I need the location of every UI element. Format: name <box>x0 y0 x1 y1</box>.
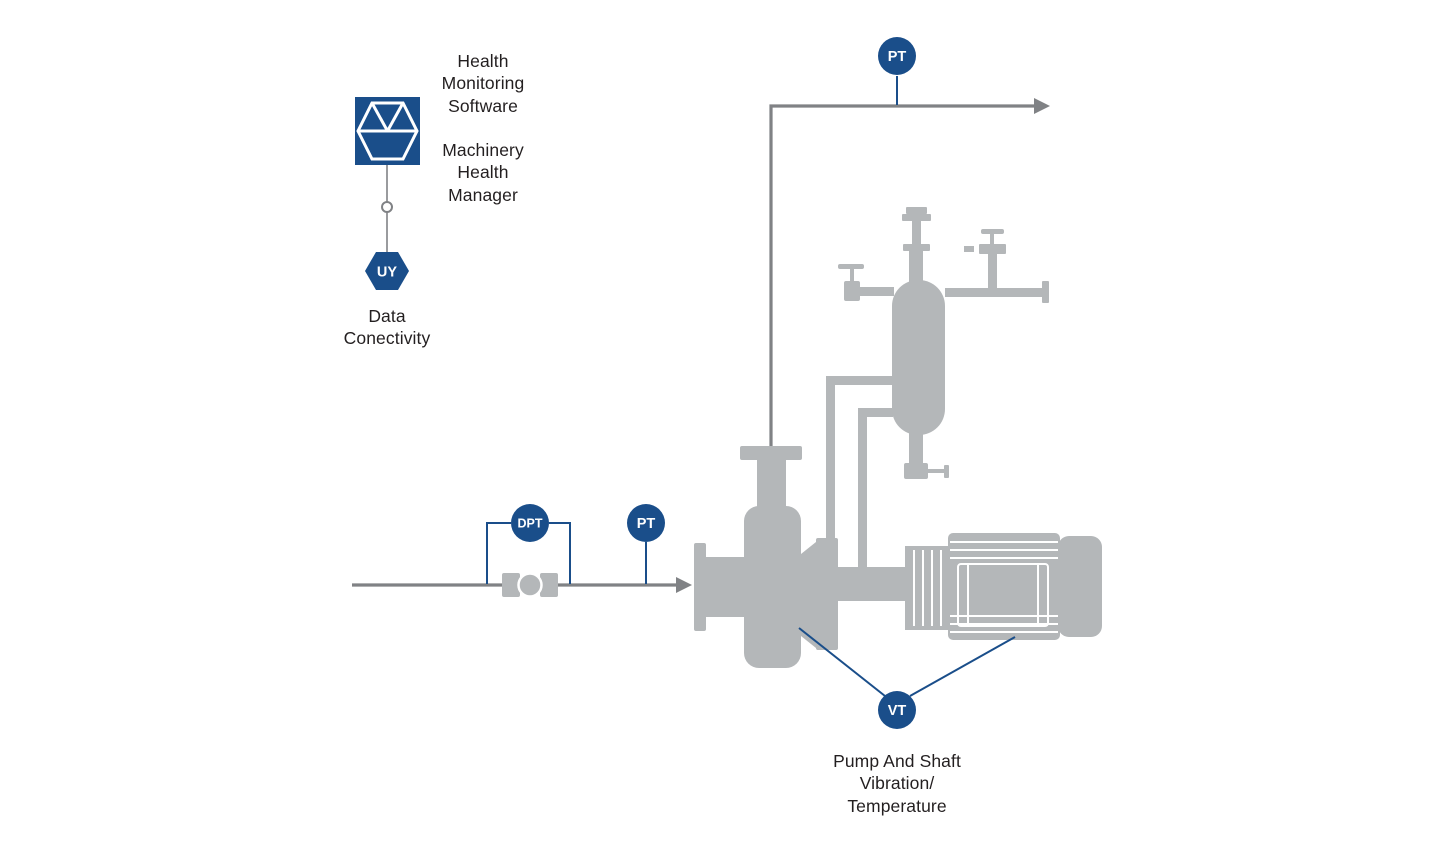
pt-discharge-label: PT <box>888 49 907 65</box>
data-connectivity-label: Data Conectivity <box>343 306 431 349</box>
pt-discharge-bubble <box>878 37 916 75</box>
icon-to-uy-connector <box>381 165 393 252</box>
health-monitoring-software-label: Health Monitoring Software <box>441 51 525 116</box>
seal-piping <box>826 376 893 574</box>
dpt-instrument: DPT <box>486 504 571 584</box>
vessel-right-piping <box>945 229 1049 303</box>
orifice-flow-element <box>502 572 558 598</box>
vt-label: VT <box>888 703 907 719</box>
machinery-health-manager-label: Machinery Health Manager <box>442 140 524 205</box>
seal-pot-vessel <box>892 207 945 463</box>
shaft-coupling <box>838 567 908 601</box>
pt-inlet-bubble <box>627 504 665 542</box>
pump-backplate <box>816 538 838 650</box>
dpt-bubble <box>511 504 549 542</box>
discharge-arrow <box>1034 98 1050 114</box>
pt-inlet-instrument: PT <box>627 504 665 584</box>
uy-label: UY <box>377 265 397 281</box>
vessel-left-valve <box>838 264 894 301</box>
uy-instrument: UY <box>365 252 409 290</box>
discharge-line <box>769 98 1050 450</box>
vt-instrument: VT <box>798 627 1016 729</box>
pump <box>694 446 908 668</box>
connector-node <box>381 201 393 213</box>
pump-vibration-label: Pump And Shaft Vibration/ Temperature <box>833 751 961 816</box>
pt-inlet-label: PT <box>637 516 656 532</box>
motor <box>905 533 1102 640</box>
dpt-label: DPT <box>518 517 543 531</box>
vessel-bottom-valve <box>904 463 949 479</box>
inlet-arrow <box>676 577 692 593</box>
vt-bubble <box>878 691 916 729</box>
pt-discharge-instrument: PT <box>878 37 916 105</box>
machinery-health-manager-icon <box>355 97 420 165</box>
